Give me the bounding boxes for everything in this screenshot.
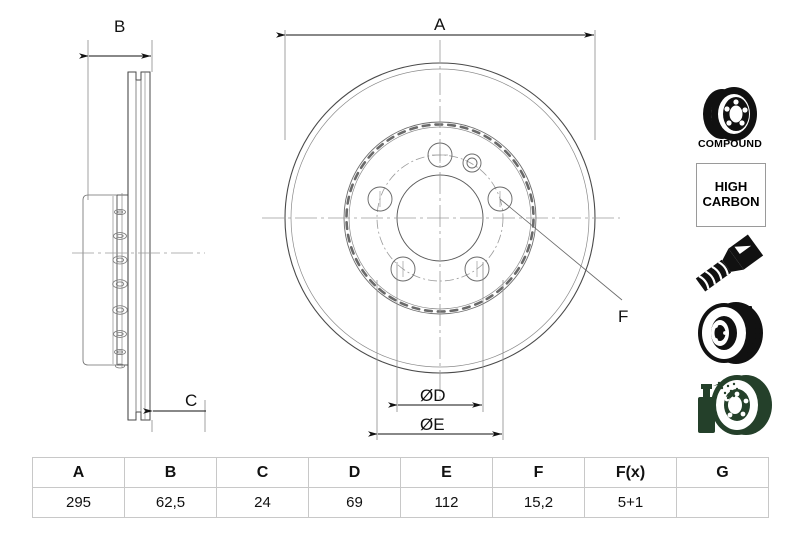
specification-table: A B C D E F F(x) G 295 62,5 24 69 112 15… [32, 457, 769, 518]
high-carbon-badge: HIGH CARBON [696, 163, 766, 227]
spec-table-header-row: A B C D E F F(x) G [32, 457, 769, 488]
dimension-label-A: A [434, 15, 446, 34]
coated-disc-spray-icon [698, 375, 772, 435]
dimension-label-C: C [185, 391, 198, 410]
countersunk-screw-icon [695, 234, 764, 292]
side-section-view [82, 71, 151, 421]
compound-icon-cell: COMPOUND [680, 138, 780, 150]
compound-disc-icon [703, 87, 757, 141]
spec-value-C: 24 [216, 487, 309, 518]
spec-header-E: E [400, 457, 493, 488]
front-view-centerlines [262, 40, 620, 400]
spec-header-C: C [216, 457, 309, 488]
spec-value-Fx: 5+1 [584, 487, 677, 518]
dimension-label-B: B [114, 17, 126, 36]
dimension-label-F: F [618, 307, 629, 326]
spec-value-F: 15,2 [492, 487, 585, 518]
high-carbon-line2: CARBON [702, 194, 760, 209]
compound-caption: COMPOUND [697, 138, 762, 150]
spec-value-A: 295 [32, 487, 125, 518]
spec-value-D: 69 [308, 487, 401, 518]
spec-value-B: 62,5 [124, 487, 217, 518]
dimension-label-E: ØE [420, 415, 445, 434]
spec-value-G [676, 487, 769, 518]
spec-header-Fx: F(x) [584, 457, 677, 488]
spec-table-value-row: 295 62,5 24 69 112 15,2 5+1 [32, 487, 769, 518]
spec-header-F: F [492, 457, 585, 488]
spec-header-G: G [676, 457, 769, 488]
dimension-label-D: ØD [420, 386, 446, 405]
spec-header-D: D [308, 457, 401, 488]
dimension-A [276, 30, 596, 140]
spec-header-A: A [32, 457, 125, 488]
spec-value-E: 112 [400, 487, 493, 518]
locating-screw-hole [462, 153, 482, 173]
side-view-bolt-holes [112, 208, 128, 369]
dimension-E [368, 280, 504, 440]
dimension-C [143, 400, 206, 432]
high-carbon-line1: HIGH [714, 179, 748, 195]
dimension-D [388, 262, 484, 412]
vented-disc-icon [698, 302, 763, 364]
cooling-vane-ring [345, 123, 535, 313]
callout-F-leader [499, 198, 623, 301]
dimension-B [79, 40, 153, 200]
spec-header-B: B [124, 457, 217, 488]
